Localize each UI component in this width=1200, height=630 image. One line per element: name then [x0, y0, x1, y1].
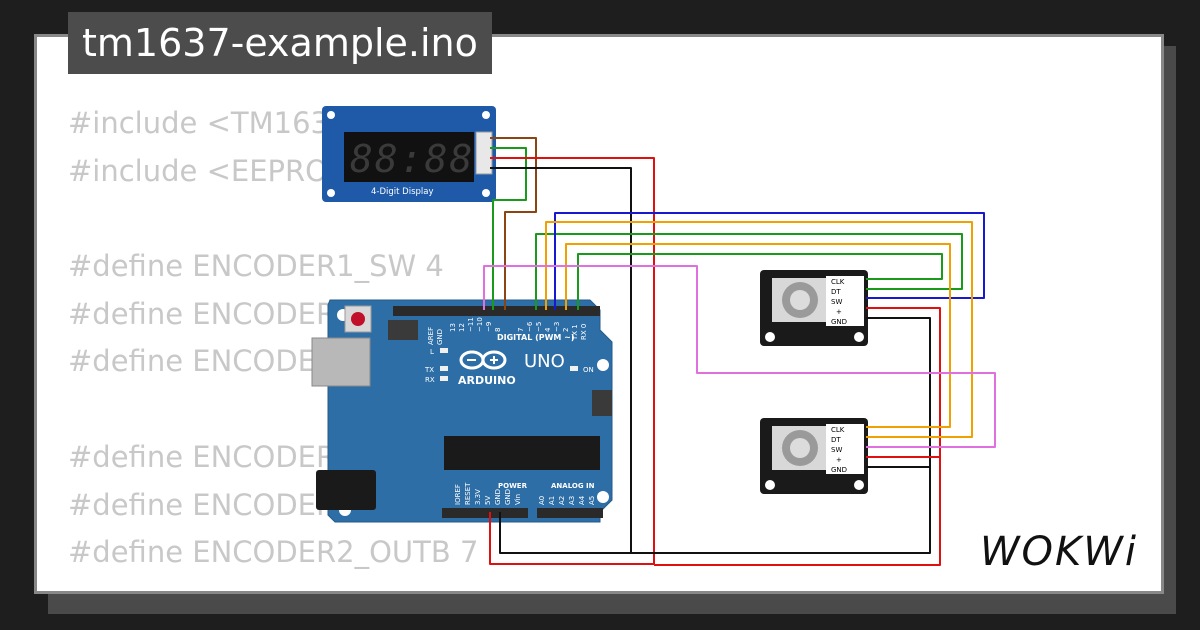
- pin-label-aref: AREF: [427, 327, 435, 345]
- power-pin-header: [442, 508, 528, 518]
- led-tx-indicator: [440, 366, 448, 371]
- encoder-pin-labels: [826, 424, 864, 474]
- display-pin-header: [475, 131, 493, 175]
- pin-label-reset: RESET: [464, 482, 472, 505]
- wire-enc2-clk[interactable]: [565, 243, 951, 428]
- pin-label-12: 12: [458, 323, 466, 332]
- mounting-hole: [597, 359, 609, 371]
- mounting-hole: [765, 480, 775, 490]
- mounting-hole: [854, 332, 864, 342]
- encoder1-pin-clk: CLK: [831, 278, 845, 286]
- wokwi-logo-text: WOKWi: [980, 529, 1138, 575]
- code-line: #define ENCODER2_OUTB 7: [68, 535, 479, 570]
- pin-label-7: 7: [517, 328, 525, 332]
- usb-connector: [311, 337, 371, 387]
- encoder1-pin-plus: +: [836, 308, 842, 316]
- encoder1-pin-sw: SW: [831, 298, 842, 306]
- led-on-label: ON: [583, 366, 594, 374]
- pin-label-2: 2: [562, 328, 570, 332]
- pin-label-13: 13: [449, 323, 457, 332]
- pin-label-gnd: GND: [436, 329, 444, 345]
- arduino-brand: ARDUINO: [458, 374, 516, 387]
- pin-label-a3: A3: [568, 496, 576, 505]
- pin-label-rx: RX 0: [580, 324, 588, 340]
- icsp-header: [388, 320, 612, 416]
- uno-label: UNO: [524, 351, 565, 372]
- encoder2-pin-clk: CLK: [831, 426, 845, 434]
- code-line: #define ENCODER1_SW 4: [68, 249, 444, 284]
- encoder2-pin-plus: +: [836, 456, 842, 464]
- pin-label-a2: A2: [558, 496, 566, 505]
- sketch-title: tm1637-example.ino: [68, 12, 492, 74]
- seven-segment-screen: [344, 132, 474, 182]
- encoder2-pin-sw: SW: [831, 446, 842, 454]
- encoder2-pin-gnd: GND: [831, 466, 847, 474]
- pin-label-a4: A4: [578, 495, 586, 505]
- tm1637-display-module[interactable]: 88:88 4-Digit Display: [322, 106, 496, 202]
- led-rx-indicator: [440, 376, 448, 381]
- pin-label-vin: Vin: [514, 494, 522, 505]
- rotary-encoder-2[interactable]: CLK DT SW + GND: [760, 418, 868, 494]
- led-on-indicator: [570, 366, 578, 371]
- pin-label-ioref: IOREF: [454, 484, 462, 505]
- pin-label-5: ~5: [535, 322, 543, 332]
- wire-enc1-clk[interactable]: [577, 253, 943, 310]
- rotary-encoder-1[interactable]: CLK DT SW + GND: [760, 270, 868, 346]
- reset-button-cap: [351, 312, 365, 326]
- mounting-hole: [482, 189, 490, 197]
- pin-label-gnd2: GND: [504, 489, 512, 505]
- digital-pin-header: [393, 306, 600, 316]
- encoder-knob-center: [790, 290, 810, 310]
- arduino-infinity-logo-icon: [459, 350, 507, 370]
- encoder1-pin-dt: DT: [831, 288, 841, 296]
- wire-enc1-dt[interactable]: [535, 233, 963, 310]
- pin-label-a5: A5: [588, 496, 596, 505]
- pin-label-tx: TX 1: [571, 324, 579, 341]
- digital-pwm-label: DIGITAL (PWM ~): [497, 333, 575, 342]
- atmega-chip: [444, 436, 600, 470]
- wokwi-logo: WOKWi: [976, 524, 1152, 576]
- wire-enc2-dt[interactable]: [545, 221, 973, 438]
- mounting-hole: [765, 332, 775, 342]
- mounting-hole: [327, 111, 335, 119]
- analog-pin-header: [537, 508, 603, 518]
- pin-label-10: ~10: [476, 317, 484, 332]
- pin-label-6: ~6: [526, 321, 534, 332]
- wire-enc1-gnd[interactable]: [631, 317, 931, 554]
- pin-label-gnd1: GND: [494, 489, 502, 505]
- encoder-knob-center: [790, 438, 810, 458]
- mounting-hole: [327, 189, 335, 197]
- wire-display-dio[interactable]: [490, 147, 527, 310]
- encoder2-pin-dt: DT: [831, 436, 841, 444]
- display-digits: 88:88: [350, 137, 474, 181]
- led-tx-label: TX: [424, 366, 434, 374]
- pin-label-3v3: 3.3V: [474, 489, 482, 505]
- wire-enc1-sw[interactable]: [554, 212, 985, 310]
- mounting-hole: [597, 491, 609, 503]
- wires: [483, 137, 996, 566]
- pin-label-5v: 5V: [484, 496, 492, 505]
- led-l-label: L: [430, 348, 434, 356]
- arduino-uno-board[interactable]: AREF GND 13 12 ~11 ~10 ~9 8 7 ~6 ~5 4 ~3…: [311, 299, 613, 523]
- mounting-hole: [482, 111, 490, 119]
- mounting-hole: [854, 480, 864, 490]
- encoder-pin-labels: [826, 276, 864, 326]
- pin-label-a1: A1: [548, 496, 556, 505]
- wire-display-clk[interactable]: [490, 137, 537, 310]
- power-jack: [316, 470, 376, 510]
- led-rx-label: RX: [425, 376, 435, 384]
- pin-label-8: 8: [494, 328, 502, 332]
- pin-label-11: ~11: [467, 317, 475, 332]
- encoder1-pin-gnd: GND: [831, 318, 847, 326]
- pin-label-9: ~9: [485, 322, 493, 332]
- pin-label-3: ~3: [553, 322, 561, 332]
- pin-label-4: 4: [544, 327, 552, 332]
- analog-in-label: ANALOG IN: [551, 482, 595, 490]
- wire-enc2-sw[interactable]: [483, 265, 996, 448]
- led-l-indicator: [440, 348, 448, 353]
- display-module-label: 4-Digit Display: [371, 187, 434, 197]
- power-label: POWER: [498, 482, 528, 490]
- pin-label-a0: A0: [538, 496, 546, 505]
